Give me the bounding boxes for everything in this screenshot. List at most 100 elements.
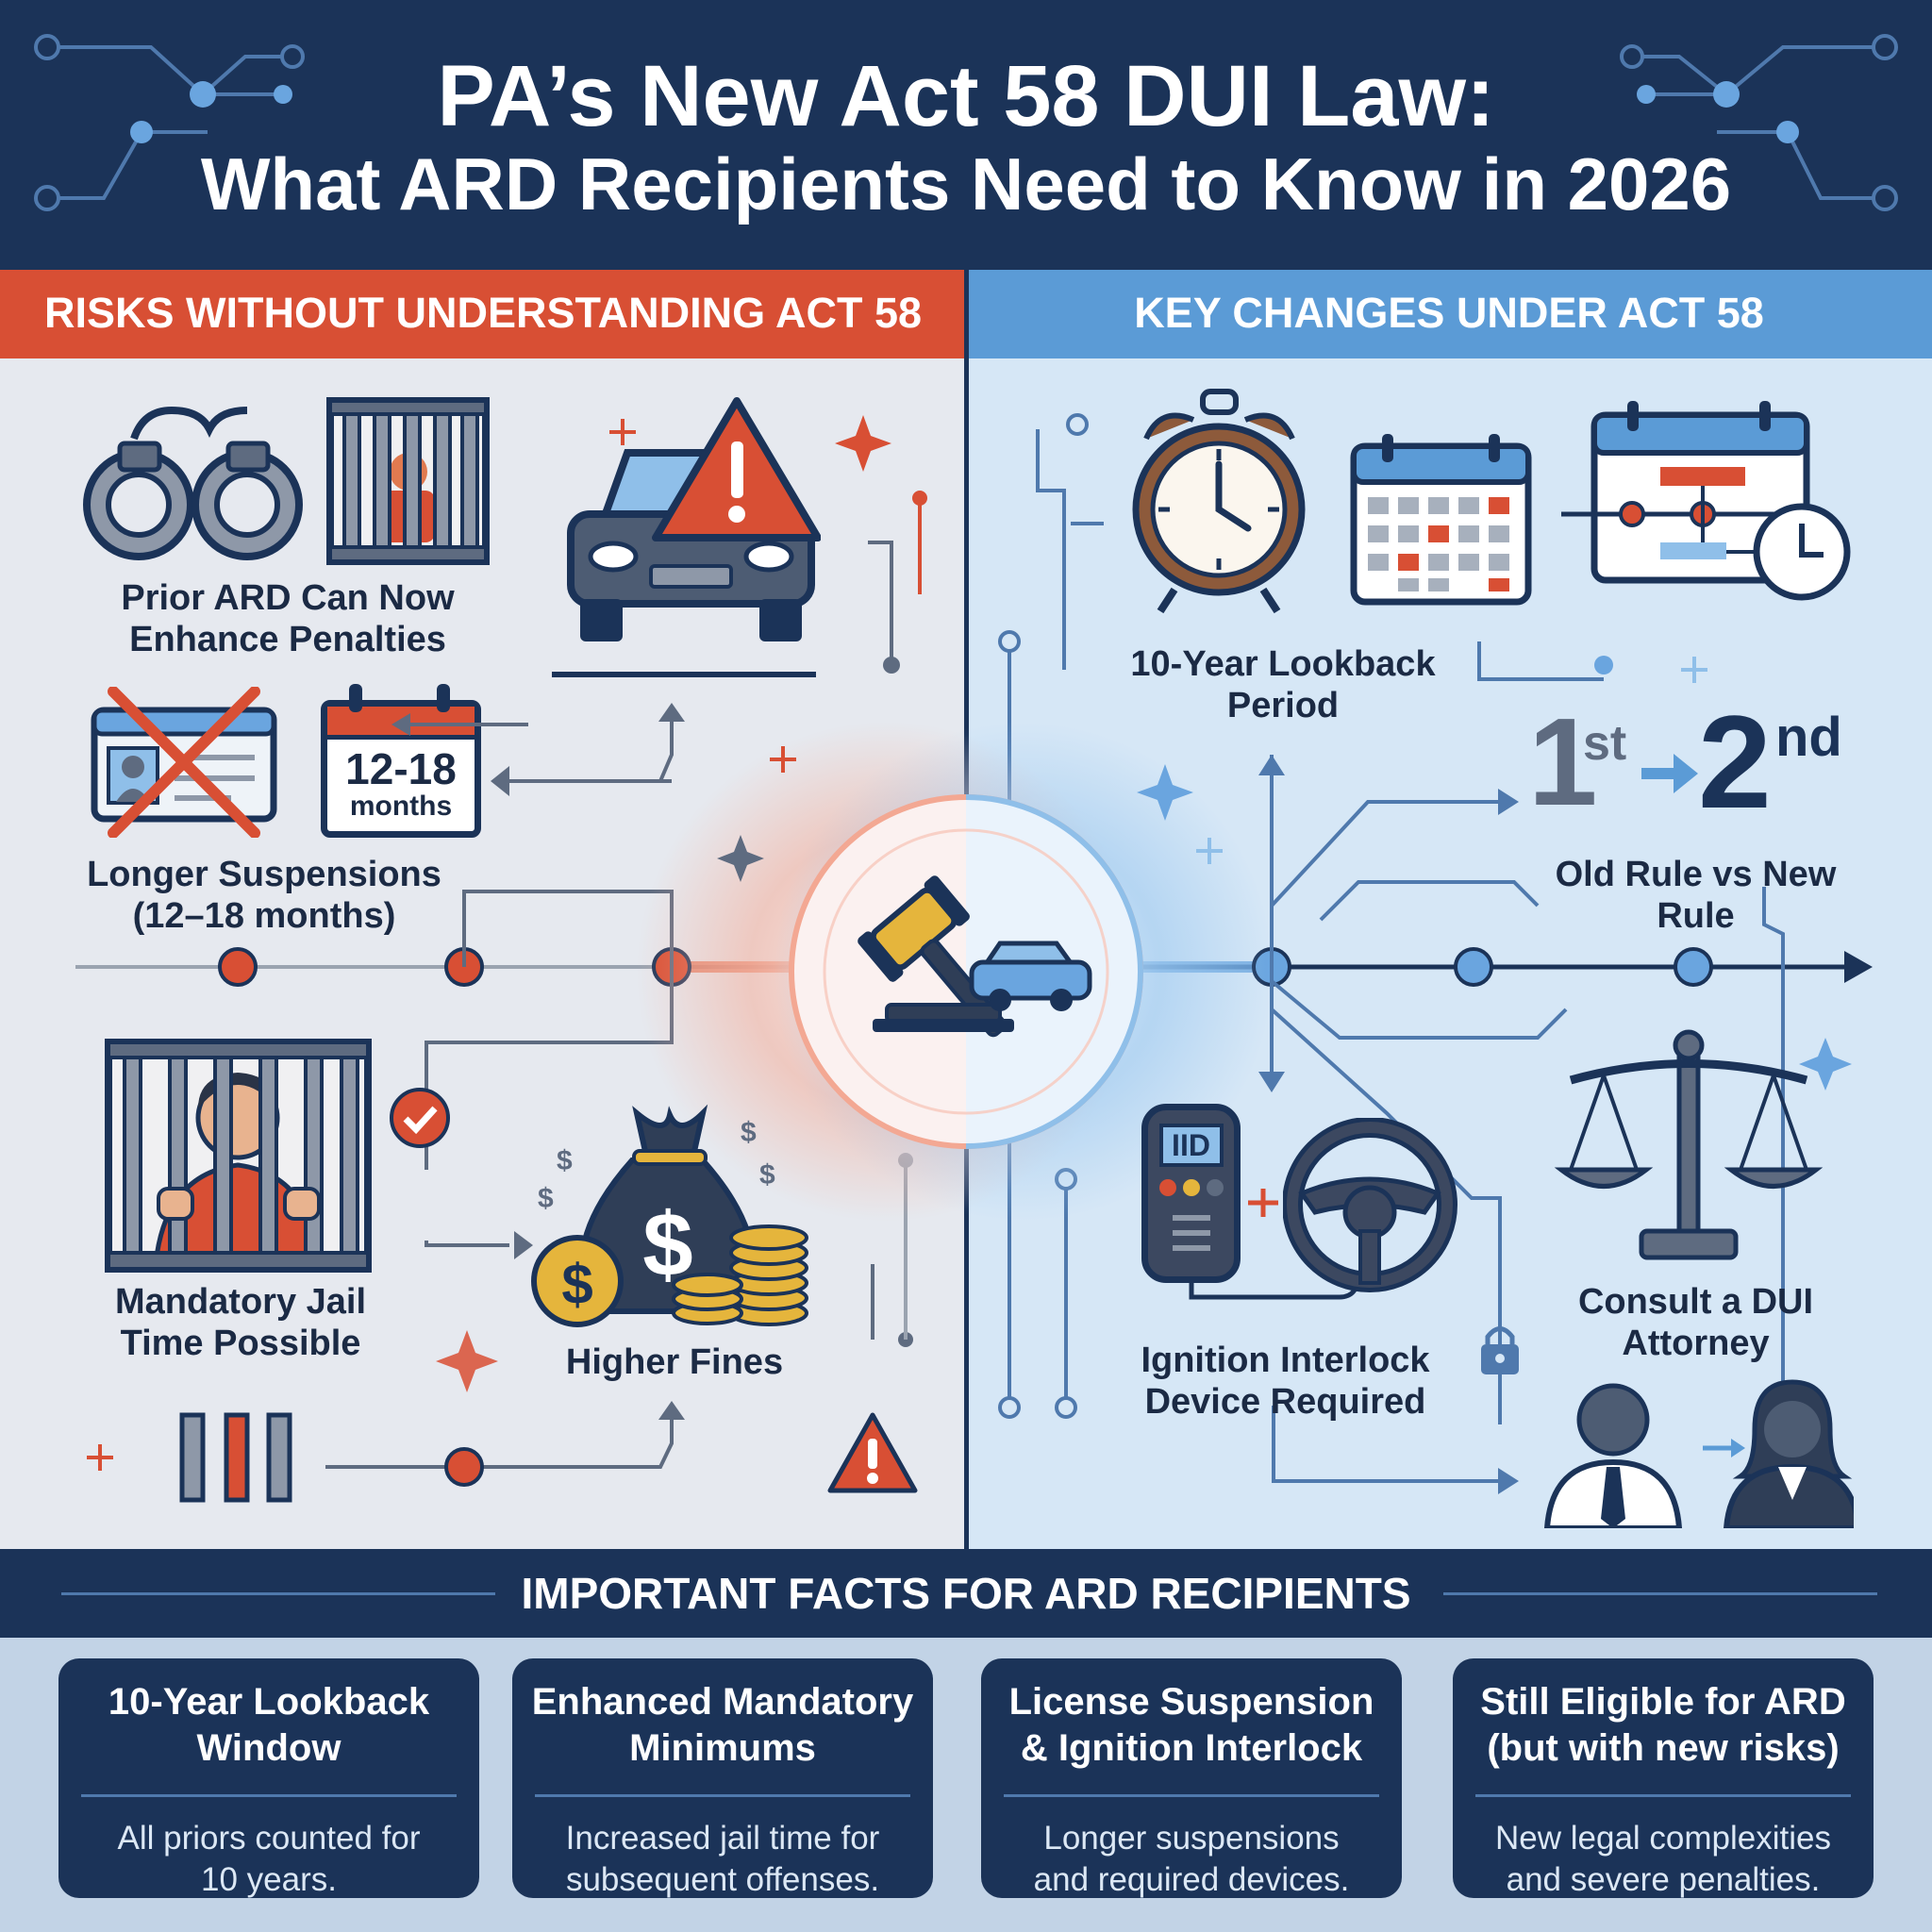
item-old-vs-new-rule: Old Rule vs New Rule xyxy=(1509,854,1882,937)
item-mandatory-jail-line1: Mandatory Jail xyxy=(114,1282,367,1322)
fact-card-title: Still Eligible for ARD (but with new ris… xyxy=(1468,1679,1858,1777)
fact-card-title-line2: & Ignition Interlock xyxy=(1020,1727,1363,1769)
svg-text:$: $ xyxy=(538,1183,554,1214)
item-ignition-interlock-line1: Ignition Interlock xyxy=(1141,1341,1430,1380)
calendar-number: 12-18 xyxy=(345,744,457,793)
item-prior-ard-line2: Enhance Penalties xyxy=(129,620,446,659)
fact-card-body: Increased jail time for subsequent offen… xyxy=(527,1818,918,1901)
alarm-clock-icon xyxy=(1132,389,1306,614)
item-higher-fines: Higher Fines xyxy=(565,1342,784,1382)
checkmark-icon xyxy=(390,1088,450,1148)
fact-card-body-line1: New legal complexities xyxy=(1495,1820,1831,1857)
fact-card-body: New legal complexities and severe penalt… xyxy=(1468,1818,1858,1901)
car-warning-icon xyxy=(552,397,821,677)
fact-card-eligible: Still Eligible for ARD (but with new ris… xyxy=(1453,1658,1874,1898)
svg-text:$: $ xyxy=(561,1253,592,1316)
item-longer-suspensions-line2: (12–18 months) xyxy=(132,896,396,936)
item-mandatory-jail: Mandatory Jail Time Possible xyxy=(85,1281,396,1364)
jail-icon xyxy=(326,397,490,565)
ordinal-second-suffix: nd xyxy=(1775,707,1842,768)
fact-card-title: 10-Year Lookback Window xyxy=(74,1679,464,1777)
fact-card-lookback: 10-Year Lookback Window All priors count… xyxy=(58,1658,479,1898)
calendar-rings xyxy=(349,684,450,712)
iid-device-icon: IID xyxy=(1141,1104,1241,1283)
steering-wheel-icon xyxy=(1283,1118,1457,1292)
fact-card-title-line1: Still Eligible for ARD xyxy=(1480,1681,1846,1723)
fact-card-rule xyxy=(1475,1794,1851,1797)
fact-card-body: All priors counted for 10 years. xyxy=(74,1818,464,1901)
ordinal-arrow-icon xyxy=(1641,754,1698,793)
ordinal-first-suffix: st xyxy=(1583,716,1627,771)
item-ignition-interlock-line2: Device Required xyxy=(1144,1382,1426,1422)
svg-text:$: $ xyxy=(741,1117,757,1148)
left-heading-band xyxy=(0,270,966,358)
item-longer-suspensions-line1: Longer Suspensions xyxy=(87,855,441,894)
item-consult-attorney-line2: Attorney xyxy=(1622,1324,1770,1363)
fact-card-title-line2: (but with new risks) xyxy=(1487,1727,1840,1769)
title-line-2: What ARD Recipients Need to Know in 2026 xyxy=(200,142,1732,225)
fact-card-title-line1: 10-Year Lookback xyxy=(108,1681,430,1723)
fact-card-license: License Suspension & Ignition Interlock … xyxy=(981,1658,1402,1898)
handcuffs-icon xyxy=(83,406,303,560)
license-icon xyxy=(91,687,277,838)
fact-card-body-line2: subsequent offenses. xyxy=(565,1861,880,1898)
svg-text:$: $ xyxy=(557,1145,573,1176)
iid-screen: IID xyxy=(1158,1124,1224,1167)
circuit-decoration xyxy=(34,34,1898,211)
fact-card-minimums: Enhanced Mandatory Minimums Increased ja… xyxy=(512,1658,933,1898)
fact-card-rule xyxy=(81,1794,457,1797)
item-consult-attorney: Consult a DUI Attorney xyxy=(1528,1281,1863,1364)
facts-rule-right xyxy=(1443,1592,1877,1595)
iid-buttons xyxy=(1158,1179,1224,1251)
fact-card-title: License Suspension & Ignition Interlock xyxy=(996,1679,1387,1777)
item-lookback-period-line1: 10-Year Lookback xyxy=(1130,644,1436,684)
ordinal-comparison: 1 st 2 nd xyxy=(1528,696,1887,832)
calendar-unit: months xyxy=(349,791,453,822)
fact-card-body-line2: 10 years. xyxy=(201,1861,337,1898)
ordinal-second-number: 2 xyxy=(1698,688,1772,836)
fact-card-body-line2: and severe penalties. xyxy=(1506,1861,1821,1898)
barrier-icon xyxy=(179,1412,292,1503)
gavel-icon xyxy=(858,875,1092,1038)
facts-heading: IMPORTANT FACTS FOR ARD RECIPIENTS xyxy=(521,1569,1411,1618)
fact-card-body: Longer suspensions and required devices. xyxy=(996,1818,1387,1901)
svg-text:$: $ xyxy=(759,1159,775,1191)
item-ignition-interlock: Ignition Interlock Device Required xyxy=(1104,1340,1467,1423)
fact-card-rule xyxy=(535,1794,910,1797)
schedule-icon xyxy=(1561,401,1851,601)
item-lookback-period-line2: Period xyxy=(1226,686,1340,725)
attorney-icon xyxy=(1543,1379,1854,1528)
right-heading-band xyxy=(966,270,1932,358)
item-old-vs-new-rule-line1: Old Rule vs New xyxy=(1555,855,1837,894)
fact-card-body-line1: Increased jail time for xyxy=(565,1820,880,1857)
facts-rule-left xyxy=(61,1592,495,1595)
item-consult-attorney-line1: Consult a DUI xyxy=(1577,1282,1814,1322)
item-prior-ard-line1: Prior ARD Can Now xyxy=(121,578,455,618)
item-mandatory-jail-line2: Time Possible xyxy=(120,1324,361,1363)
title-line-1: PA’s New Act 58 DUI Law: xyxy=(437,48,1495,144)
fact-card-rule xyxy=(1004,1794,1379,1797)
item-lookback-period: 10-Year Lookback Period xyxy=(1104,643,1462,726)
fact-card-body-line1: Longer suspensions xyxy=(1043,1820,1340,1857)
fact-card-title-line1: Enhanced Mandatory xyxy=(531,1681,914,1723)
right-panel-heading: KEY CHANGES UNDER ACT 58 xyxy=(1134,289,1764,337)
fact-card-title-line2: Window xyxy=(196,1727,341,1769)
fact-card-title: Enhanced Mandatory Minimums xyxy=(527,1679,918,1777)
lock-icon xyxy=(1481,1326,1519,1374)
prisoner-icon xyxy=(105,1039,372,1273)
ordinal-first-number: 1 xyxy=(1528,692,1598,831)
arrow-left-icon xyxy=(391,713,528,736)
item-longer-suspensions: Longer Suspensions (12–18 months) xyxy=(57,854,472,937)
warning-small-icon xyxy=(827,1412,918,1493)
item-prior-ard: Prior ARD Can Now Enhance Penalties xyxy=(75,577,500,660)
money-bag-icon: $ $ $$$$ xyxy=(531,1104,808,1327)
fact-card-title-line2: Minimums xyxy=(629,1727,816,1769)
fact-card-body-line2: and required devices. xyxy=(1033,1861,1350,1898)
left-panel-heading: RISKS WITHOUT UNDERSTANDING ACT 58 xyxy=(43,289,922,337)
fact-card-title-line1: License Suspension xyxy=(1008,1681,1374,1723)
scales-icon xyxy=(1554,1029,1824,1260)
header-banner xyxy=(0,0,1932,270)
fact-card-body-line1: All priors counted for xyxy=(117,1820,421,1857)
item-old-vs-new-rule-line2: Rule xyxy=(1657,896,1735,936)
